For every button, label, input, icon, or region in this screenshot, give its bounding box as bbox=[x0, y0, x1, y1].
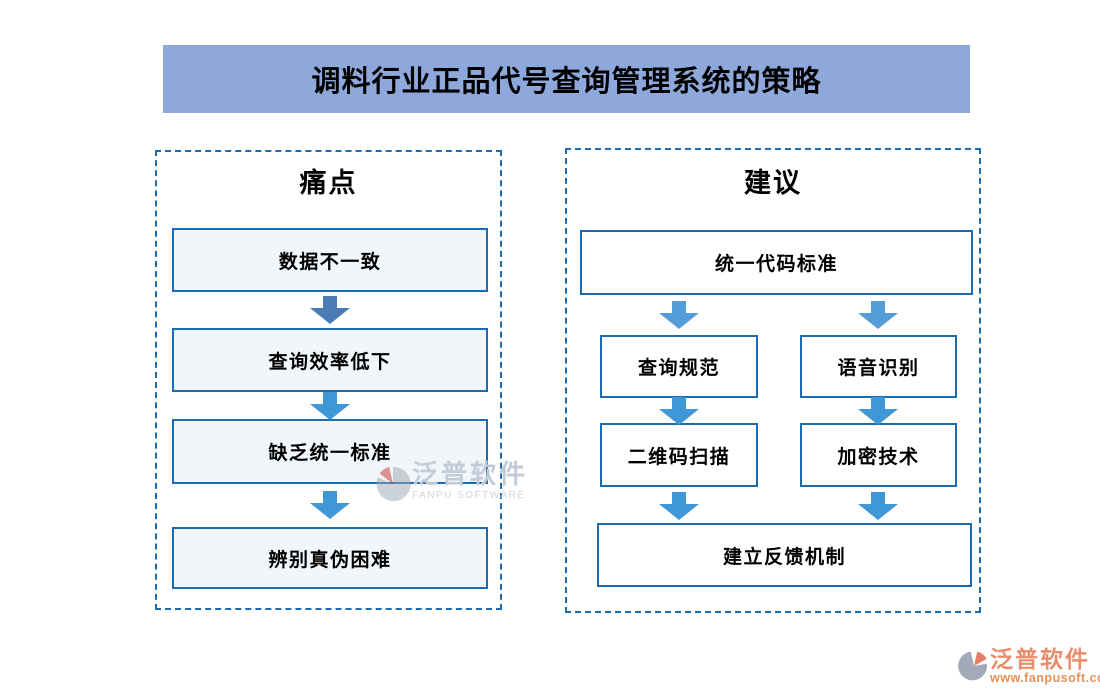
suggestion-box-encryption: 加密技术 bbox=[800, 423, 957, 487]
suggestions-panel bbox=[565, 148, 981, 613]
down-arrow-icon bbox=[659, 492, 699, 520]
suggestion-box-query-spec: 查询规范 bbox=[600, 335, 758, 398]
suggestion-box-qrcode: 二维码扫描 bbox=[600, 423, 758, 487]
fanpu-logo-icon bbox=[958, 647, 990, 690]
watermark-url-text: www.fanpusoft.com bbox=[990, 671, 1100, 686]
pain-panel-header: 痛点 bbox=[299, 168, 358, 198]
down-arrow-icon bbox=[659, 397, 699, 425]
down-arrow-icon bbox=[310, 491, 350, 519]
suggestions-panel-header: 建议 bbox=[744, 168, 802, 198]
corner-watermark: 泛普软件 www.fanpusoft.com bbox=[958, 647, 1100, 690]
down-arrow-icon bbox=[659, 301, 699, 329]
down-arrow-icon bbox=[858, 397, 898, 425]
suggestion-box-voice: 语音识别 bbox=[800, 335, 957, 398]
diagram-title: 调料行业正品代号查询管理系统的策略 bbox=[163, 45, 970, 113]
pain-points-panel bbox=[155, 150, 502, 610]
pain-item-box-3: 缺乏统一标准 bbox=[172, 419, 488, 484]
pain-item-box-4: 辨别真伪困难 bbox=[172, 527, 488, 589]
pain-item-box-1: 数据不一致 bbox=[172, 228, 488, 292]
down-arrow-icon bbox=[310, 296, 350, 324]
down-arrow-icon bbox=[310, 392, 350, 420]
down-arrow-icon bbox=[858, 301, 898, 329]
suggestion-top-box: 统一代码标准 bbox=[580, 230, 973, 295]
suggestion-bottom-box: 建立反馈机制 bbox=[597, 523, 972, 587]
pain-item-box-2: 查询效率低下 bbox=[172, 328, 488, 392]
down-arrow-icon bbox=[858, 492, 898, 520]
watermark-brand-text: 泛普软件 bbox=[990, 646, 1090, 672]
